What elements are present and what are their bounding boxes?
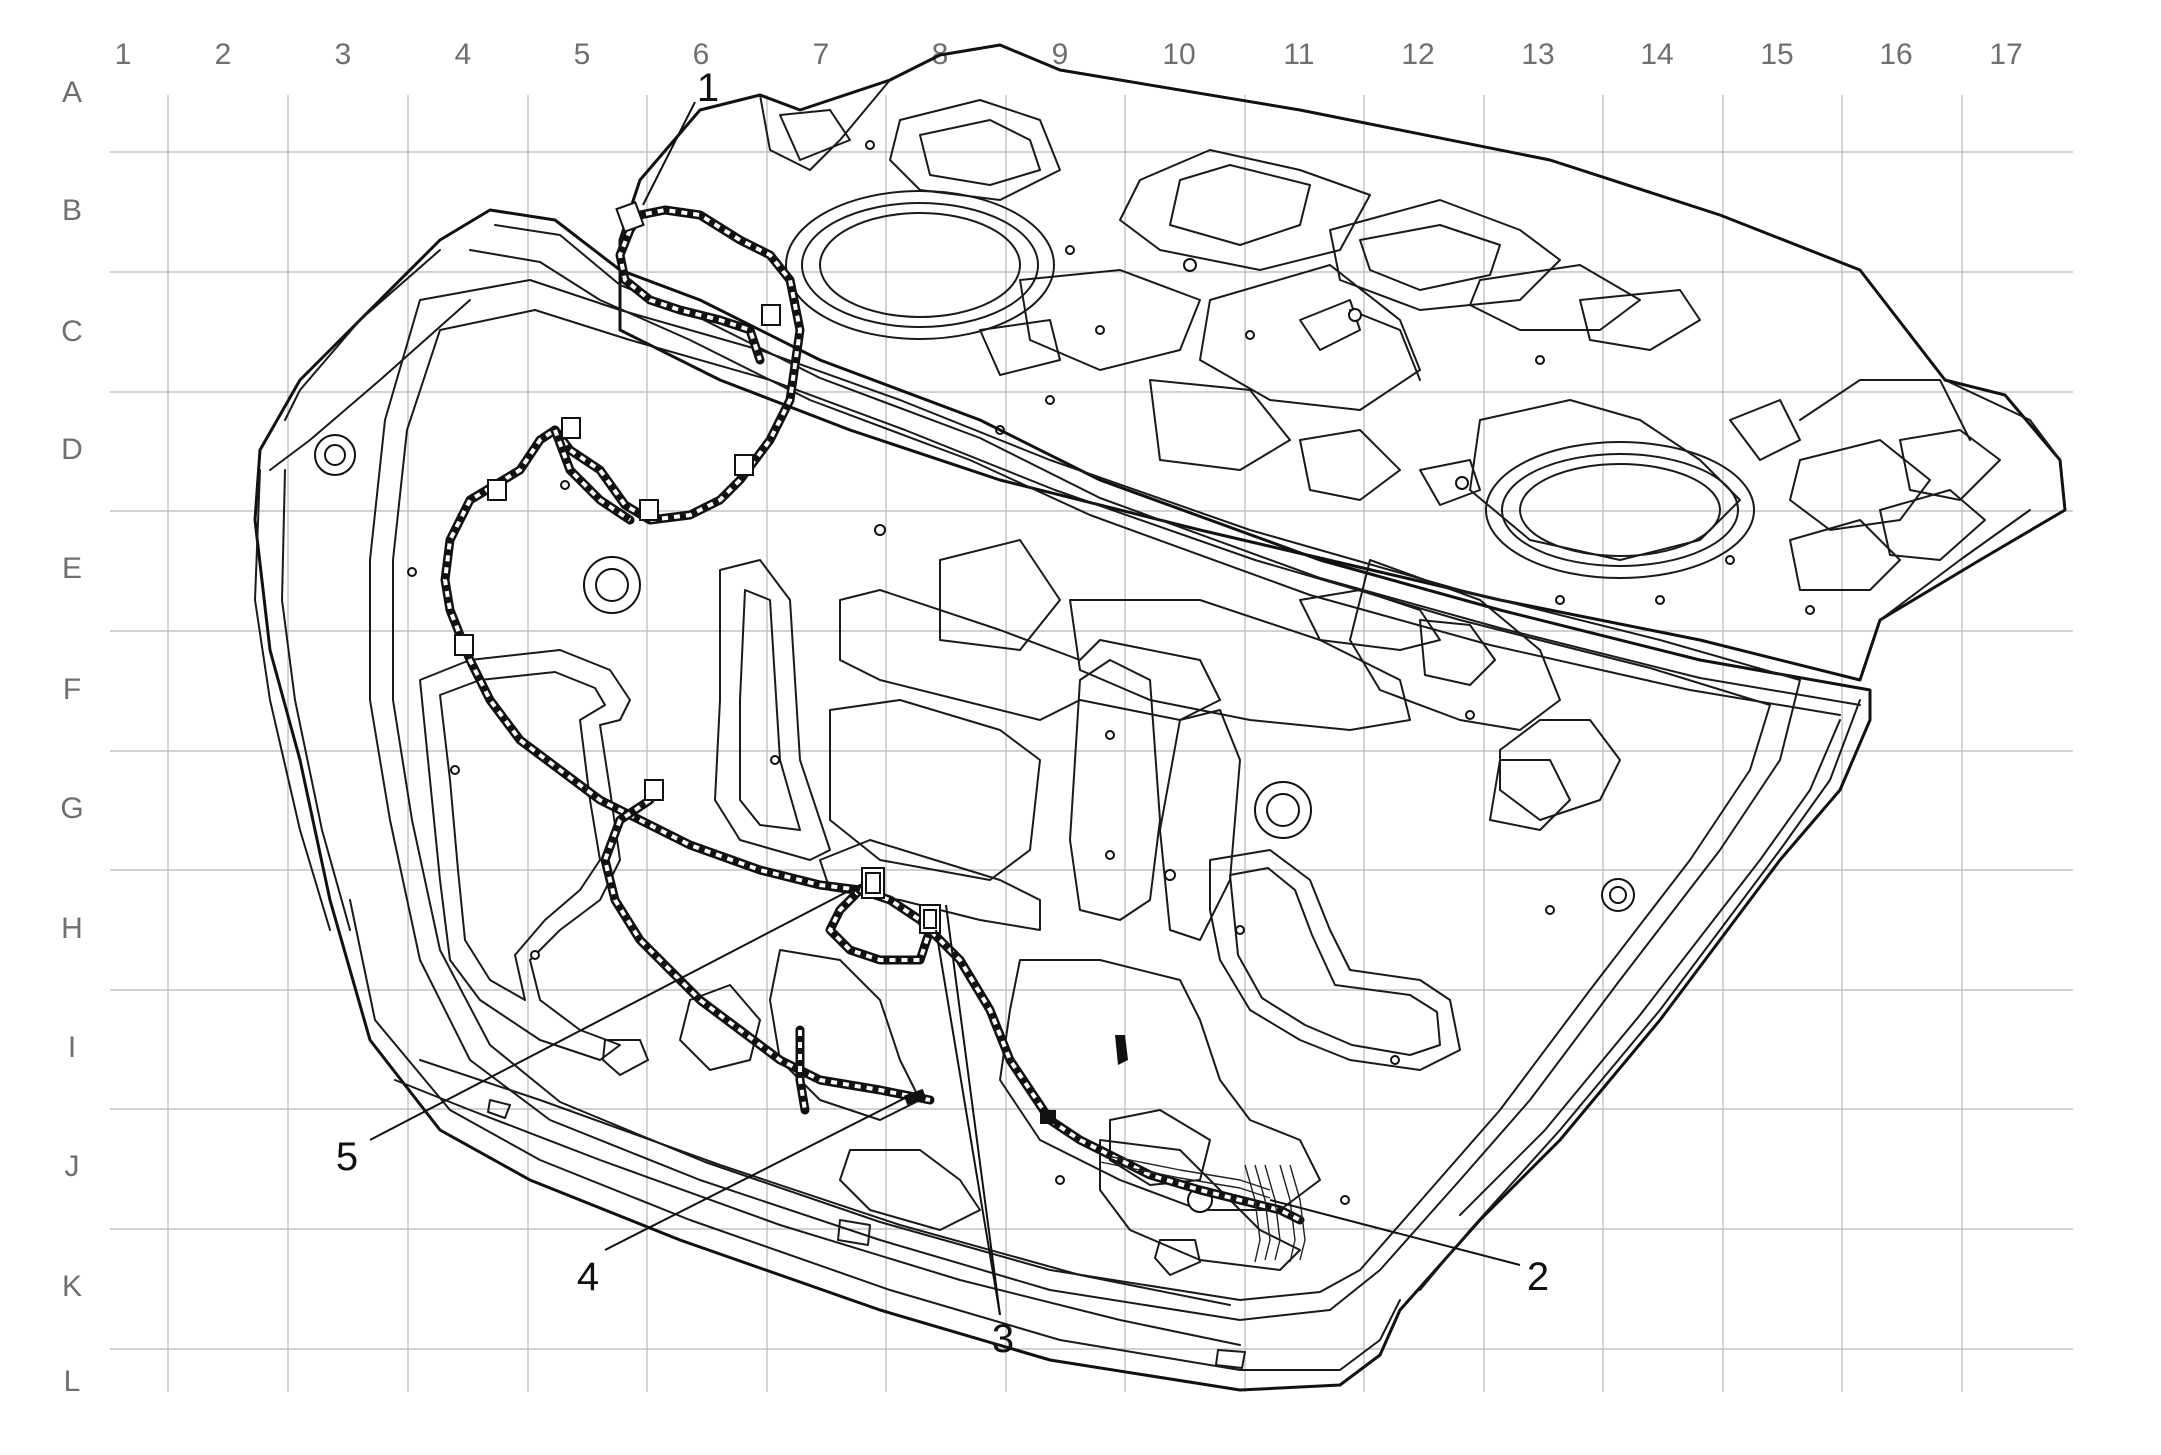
grid-row-label-k: K <box>62 1270 82 1303</box>
grid-row-label-c: C <box>61 315 83 348</box>
grid-column-label-13: 13 <box>1521 38 1554 71</box>
grid-column-label-2: 2 <box>215 38 232 71</box>
grid-column-label-5: 5 <box>574 38 591 71</box>
grid-row-label-b: B <box>62 194 82 227</box>
grid-column-label-16: 16 <box>1879 38 1912 71</box>
grid-row-label-l: L <box>64 1365 81 1398</box>
right-speaker-opening <box>1501 453 1739 567</box>
grid-column-label-17: 17 <box>1989 38 2022 71</box>
grid-column-label-11: 11 <box>1283 38 1314 71</box>
callout-label-5: 5 <box>336 1135 358 1179</box>
callout-leaders: 1 2 3 4 5 <box>336 66 1549 1361</box>
grid-column-label-14: 14 <box>1640 38 1673 71</box>
trunk-lid-inner-panel <box>253 208 1872 1392</box>
grid-row-label-h: H <box>61 912 83 945</box>
leader-line-1 <box>642 101 696 206</box>
mounting-clip <box>602 1039 649 1076</box>
connector-4 <box>903 1088 927 1106</box>
leader-line-3a <box>935 929 1001 1316</box>
grid-row-label-j: J <box>65 1150 80 1183</box>
callout-label-1: 1 <box>697 66 719 110</box>
grid-row-labels: A B C D E F G H I J K L <box>60 76 83 1398</box>
grid-row-label-d: D <box>61 433 83 466</box>
grid-column-label-4: 4 <box>455 38 472 71</box>
leader-line-4 <box>604 1097 906 1251</box>
ground-terminal <box>1040 1110 1056 1124</box>
grid-column-label-9: 9 <box>1052 38 1069 71</box>
grid-row-label-i: I <box>68 1031 76 1064</box>
leader-line-3b <box>945 904 1001 1316</box>
leader-line-2 <box>1269 1199 1521 1266</box>
grid-row-label-f: F <box>63 673 81 706</box>
callout-label-2: 2 <box>1527 1255 1549 1299</box>
mounting-clip <box>1154 1239 1201 1276</box>
callout-label-4: 4 <box>577 1255 599 1299</box>
grid-column-label-6: 6 <box>693 38 710 71</box>
grid-row-label-e: E <box>62 552 82 585</box>
grid-column-label-3: 3 <box>335 38 352 71</box>
grid-column-label-7: 7 <box>813 38 830 71</box>
grid-column-label-1: 1 <box>115 38 132 71</box>
grid-column-label-10: 10 <box>1162 38 1195 71</box>
grid-row-label-g: G <box>60 792 83 825</box>
grid-row-label-a: A <box>62 76 82 109</box>
reference-grid <box>110 95 2073 1392</box>
callout-label-3: 3 <box>992 1317 1014 1361</box>
rear-parcel-shelf-panel <box>618 43 2067 682</box>
leader-line-5 <box>369 883 863 1141</box>
grid-column-label-12: 12 <box>1401 38 1434 71</box>
grid-column-labels: 1 2 3 4 5 6 7 8 9 10 11 12 13 14 15 16 1… <box>115 38 2023 71</box>
left-speaker-opening <box>801 202 1039 328</box>
trunk-lid-wiring-harness <box>440 201 1306 1263</box>
grid-column-label-15: 15 <box>1760 38 1793 71</box>
